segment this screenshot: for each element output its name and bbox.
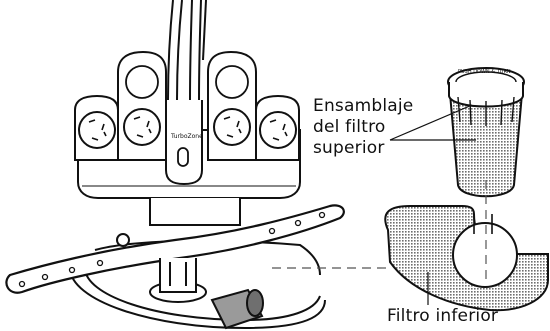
drain-pipe: [212, 290, 263, 328]
upper-filter-label-line-2: del filtro: [313, 117, 413, 138]
upper-filter-label: Ensamblaje del filtro superior: [313, 96, 413, 159]
lower-filter-label: Filtro inferior: [387, 306, 498, 327]
upper-filter-rim-text: PUSH DOWN & TURN: [458, 69, 511, 75]
lower-filter-label-text: Filtro inferior: [387, 306, 498, 327]
upper-filter-assembly: [448, 68, 524, 196]
upper-filter-label-line-1: Ensamblaje: [313, 96, 413, 117]
manifold-stem: [150, 198, 240, 225]
water-hoses: [168, 0, 206, 100]
manifold-brand-text: TurboZone: [170, 133, 203, 140]
arm-hub: [150, 258, 206, 302]
lower-filter-plate: [385, 206, 548, 310]
upper-filter-label-line-3: superior: [313, 138, 413, 159]
